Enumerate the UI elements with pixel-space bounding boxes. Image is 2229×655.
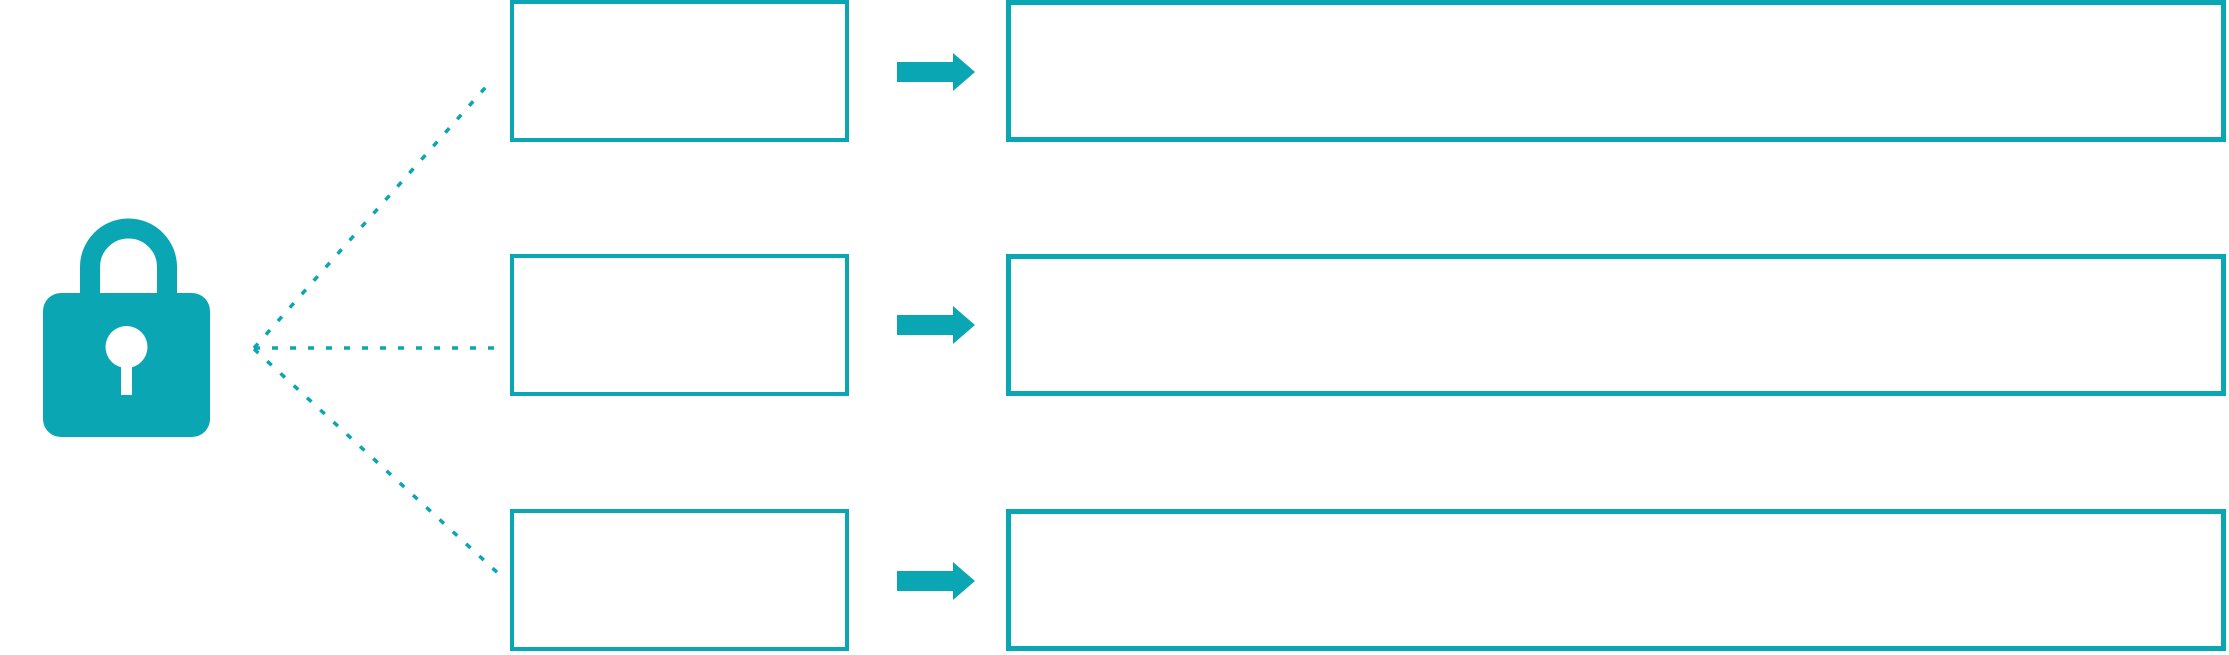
arrow-right-icon — [897, 53, 975, 91]
dotted-connector-top — [252, 77, 495, 350]
arrow-right-icon — [897, 306, 975, 344]
padlock-shackle — [80, 218, 177, 302]
row-2-source-box — [510, 254, 849, 396]
row-2-target-box — [1006, 254, 2226, 396]
row-3-source-box — [510, 509, 849, 651]
padlock-keyhole-stem — [121, 347, 132, 395]
dotted-connector-bottom — [252, 347, 502, 577]
padlock-icon — [43, 218, 210, 437]
row-1-source-box — [510, 0, 849, 142]
arrow-right-icon — [897, 562, 975, 600]
row-3-target-box — [1006, 509, 2226, 651]
row-1-target-box — [1006, 0, 2226, 142]
